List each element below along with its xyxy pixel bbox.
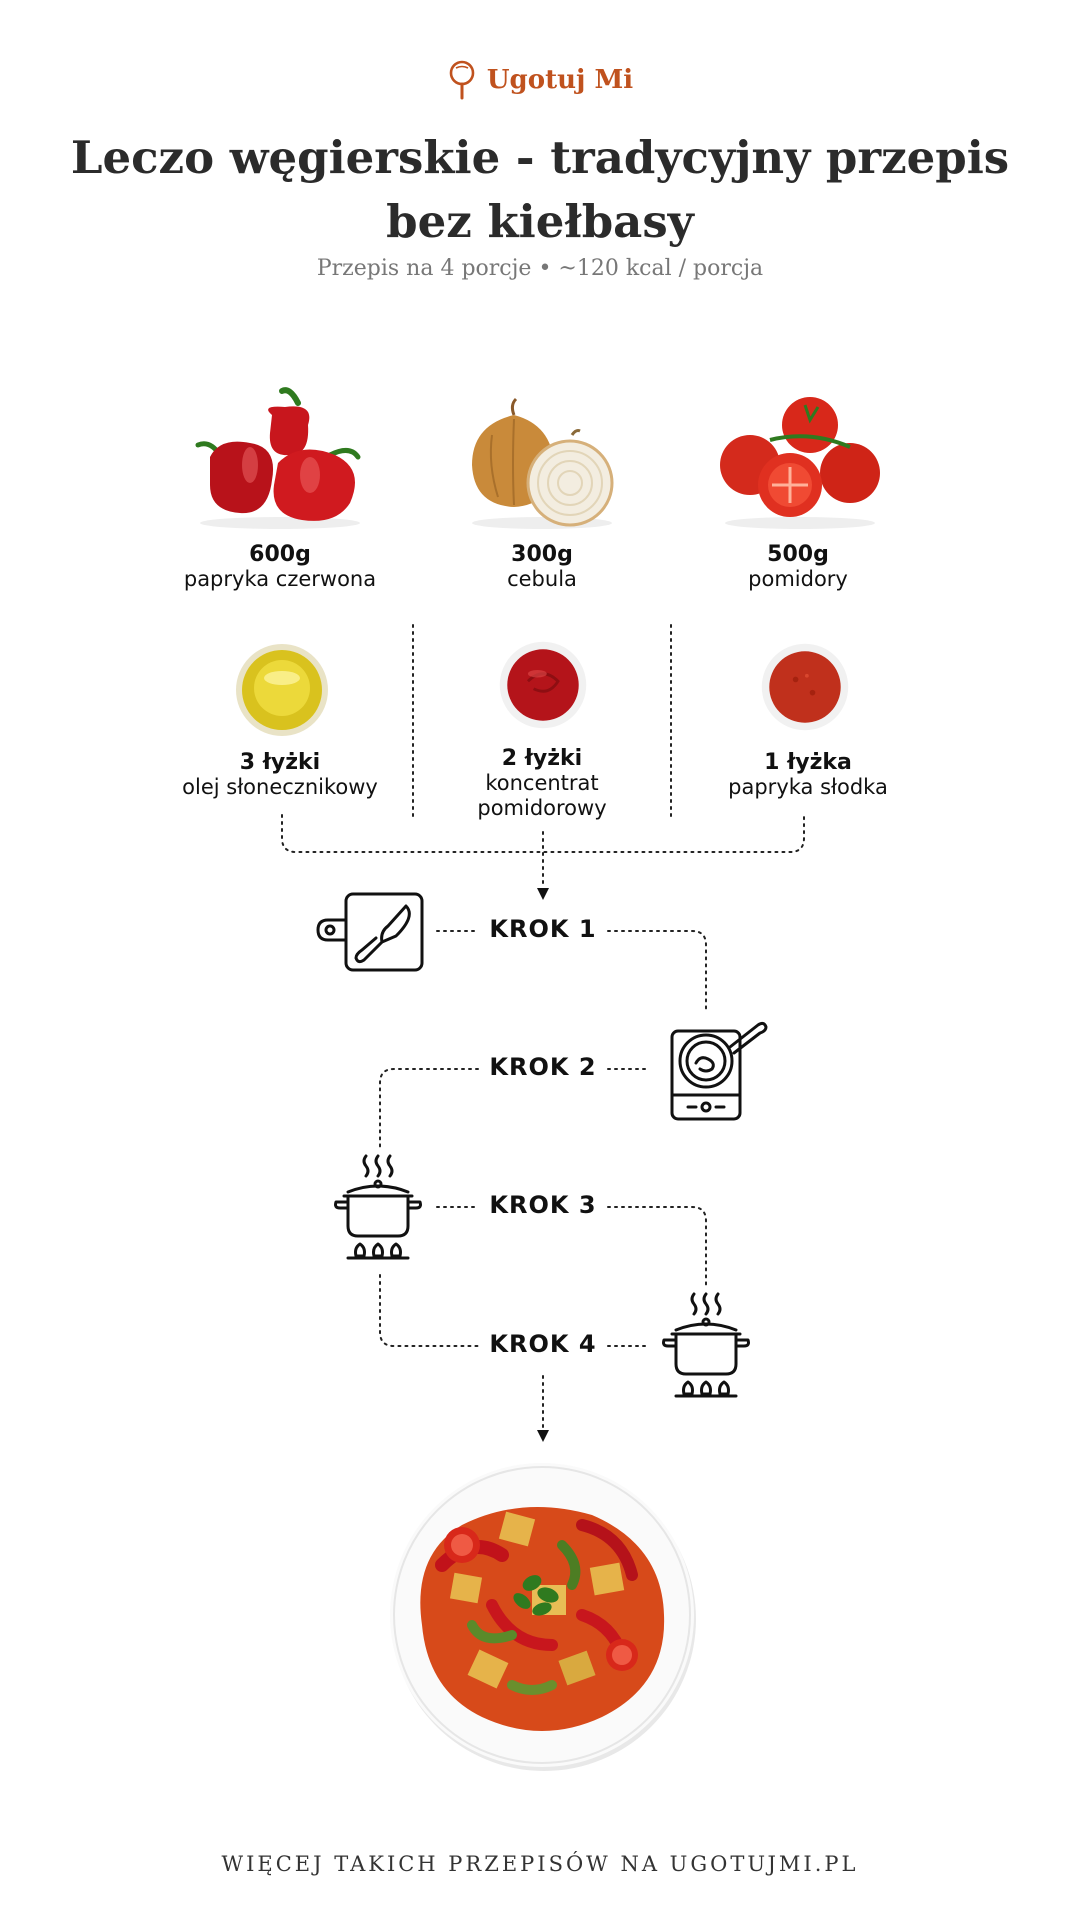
whisk-icon	[449, 60, 475, 100]
ingredient-name: pomidory	[748, 567, 848, 591]
steaming-pot-icon	[662, 1292, 750, 1398]
stove-pan-icon	[670, 1021, 768, 1121]
tomatoes-image	[720, 397, 880, 529]
ingredient-amount: 3 łyżki	[239, 750, 321, 775]
step-3-label: KROK 3	[489, 1191, 597, 1219]
step-4-label: KROK 4	[489, 1330, 597, 1358]
ingredient-name: cebula	[507, 567, 577, 591]
onion-image	[472, 397, 614, 529]
step-1-label: KROK 1	[489, 915, 597, 943]
footer-link-text[interactable]: WIĘCEJ TAKICH PRZEPISÓW NA UGOTUJMI.PL	[221, 1852, 859, 1876]
ingredient-name: papryka słodka	[728, 775, 888, 799]
ingredient-amount: 500g	[767, 542, 829, 567]
ingredient-amount: 600g	[249, 542, 311, 567]
steaming-pot-icon	[334, 1154, 422, 1260]
red-bell-pepper-image	[195, 387, 361, 529]
ingredient-name: olej słonecznikowy	[182, 775, 378, 799]
flow-connectors	[281, 624, 805, 1442]
ingredient-amount: 1 łyżka	[764, 750, 852, 775]
lecso-plate-image	[390, 1463, 696, 1771]
ingredient-name: papryka czerwona	[183, 567, 377, 591]
ingredient-name: koncentrat pomidorowy	[477, 771, 607, 820]
ingredient-5-label: 2 łyżki koncentrat pomidorowy	[412, 746, 672, 821]
ingredient-3-label: 500g pomidory	[668, 542, 928, 592]
cutting-board-knife-icon	[316, 892, 424, 972]
recipe-subtitle: Przepis na 4 porcje • ~120 kcal / porcja	[316, 256, 764, 281]
ingredient-amount: 300g	[511, 542, 573, 567]
oil-bowl-image	[236, 644, 328, 736]
ingredient-2-label: 300g cebula	[412, 542, 672, 592]
ingredient-4-label: 3 łyżki olej słonecznikowy	[150, 750, 410, 800]
step-2-label: KROK 2	[489, 1053, 597, 1081]
ingredient-1-label: 600g papryka czerwona	[150, 542, 410, 592]
ingredient-6-label: 1 łyżka papryka słodka	[678, 750, 938, 800]
tomato-paste-bowl-image	[499, 641, 587, 729]
paprika-powder-bowl-image	[761, 643, 849, 731]
page-title: Leczo węgierskie - tradycyjny przepis be…	[70, 131, 1010, 248]
ingredient-amount: 2 łyżki	[501, 746, 583, 771]
brand-header: Ugotuj Mi	[0, 58, 1080, 102]
brand-name: Ugotuj Mi	[486, 65, 634, 95]
